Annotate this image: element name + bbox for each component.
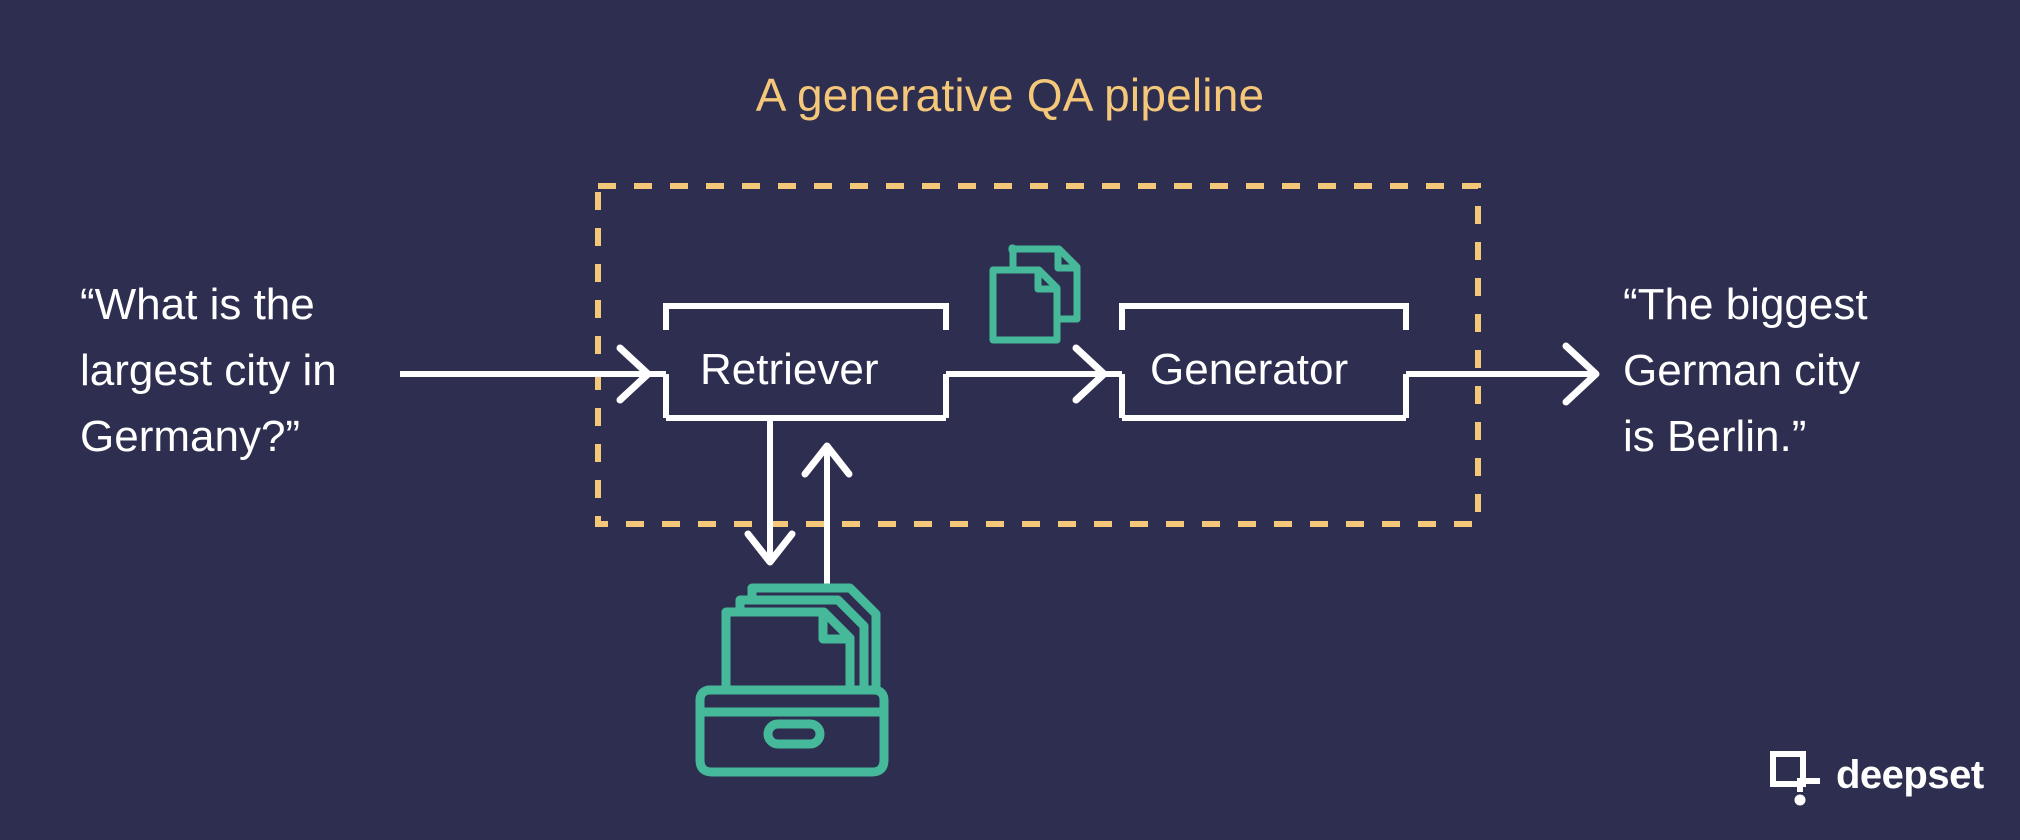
question-line-3: Germany?” (80, 412, 301, 461)
question-text: “What is the largest city in Germany?” (80, 272, 410, 470)
edge-store-to-retriever (801, 442, 853, 600)
edge-retriever-to-generator (946, 344, 1108, 404)
node-retriever[interactable] (645, 303, 949, 421)
pipeline-dashed-boundary (595, 183, 1481, 527)
document-store-icon (695, 583, 889, 777)
answer-line-1: “The biggest (1623, 280, 1868, 329)
page-title: A generative QA pipeline (755, 69, 1265, 121)
node-generator[interactable] (1100, 303, 1409, 421)
deepset-logo: deepset (1768, 742, 1988, 812)
question-line-1: “What is the (80, 280, 315, 329)
node-label-retriever: Retriever (700, 345, 879, 394)
edge-retriever-to-store (744, 418, 796, 566)
question-line-2: largest city in (80, 346, 337, 395)
node-label-generator: Generator (1150, 345, 1349, 394)
deepset-logo-mark (1770, 751, 1820, 806)
edge-generator-to-answer (1406, 342, 1600, 406)
deepset-wordmark: deepset (1836, 753, 1984, 797)
documents-icon (989, 244, 1081, 344)
answer-text: “The biggest German city is Berlin.” (1623, 272, 1953, 470)
answer-line-2: German city (1623, 346, 1861, 395)
edge-question-to-retriever (400, 344, 652, 404)
answer-line-3: is Berlin.” (1623, 412, 1807, 461)
